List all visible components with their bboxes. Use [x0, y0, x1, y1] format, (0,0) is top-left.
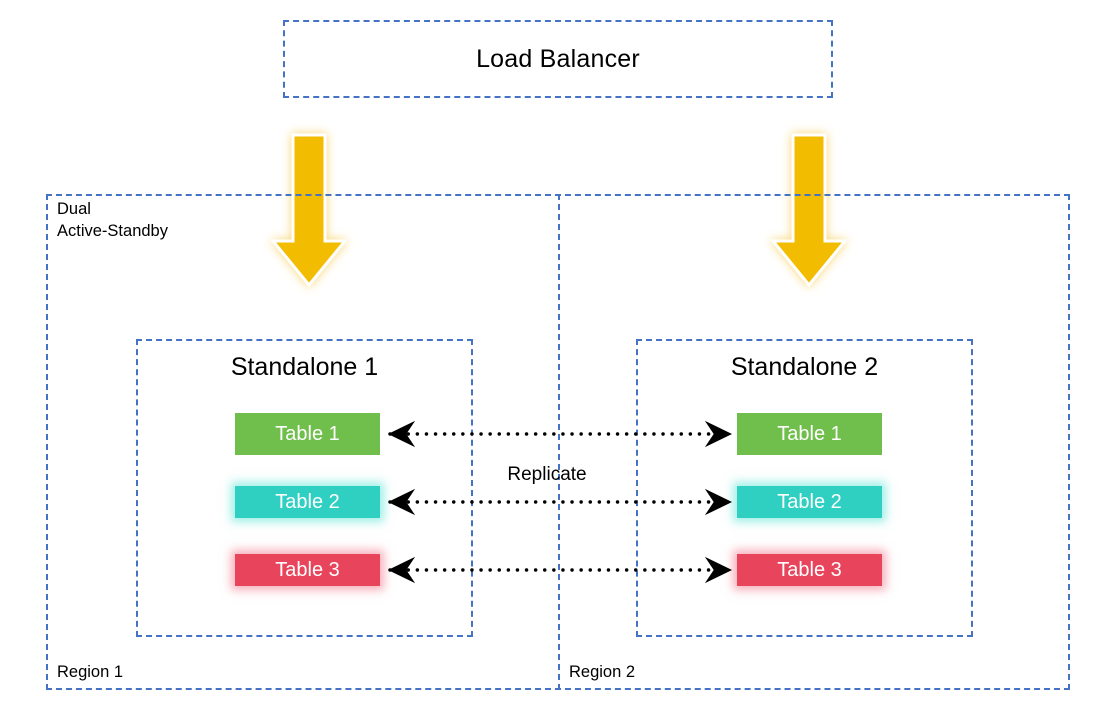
- region-divider: [558, 194, 560, 690]
- standalone-2-title: Standalone 2: [730, 353, 879, 381]
- replicate-label: Replicate: [507, 464, 587, 485]
- standalone-1-box: [136, 339, 473, 637]
- region-1-label: Region 1: [57, 663, 124, 681]
- region-2-label: Region 2: [569, 663, 636, 681]
- standalone-1-table-3: Table 3: [235, 554, 380, 586]
- load-balancer-box: Load Balancer: [283, 20, 833, 98]
- traffic-arrow-region1-icon: [271, 133, 347, 288]
- standalone-2-table-2: Table 2: [737, 486, 882, 518]
- dual-active-standby-label: Dual Active-Standby: [57, 200, 168, 240]
- standalone-1-table-2: Table 2: [235, 486, 380, 518]
- load-balancer-label: Load Balancer: [476, 44, 640, 73]
- standalone-1-table-1: Table 1: [235, 413, 380, 455]
- standalone-1-title: Standalone 1: [230, 353, 379, 381]
- standalone-2-table-3: Table 3: [737, 554, 882, 586]
- standalone-2-box: [636, 339, 973, 637]
- traffic-arrow-region2-icon: [771, 133, 847, 288]
- standalone-2-table-1: Table 1: [737, 413, 882, 455]
